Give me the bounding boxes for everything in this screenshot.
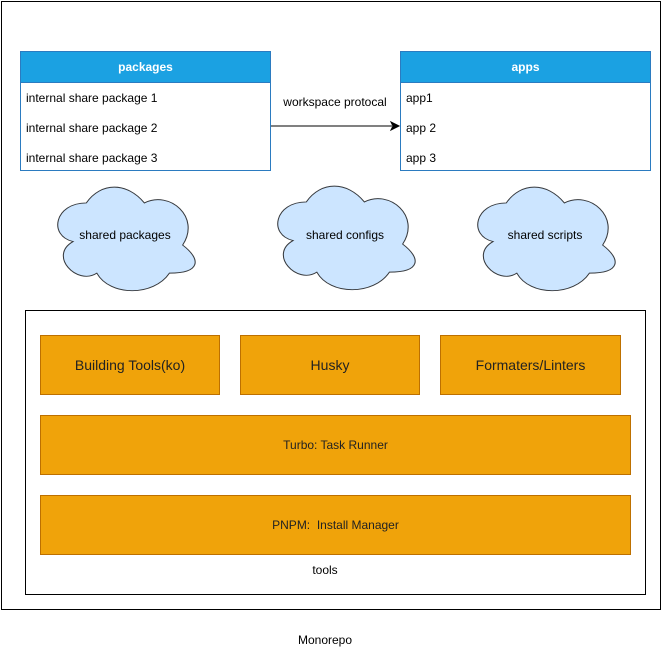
husky-box[interactable]: Husky [240, 335, 420, 395]
apps-title: apps [401, 52, 650, 83]
list-item: app 3 [406, 151, 437, 165]
cloud-label: shared packages [79, 228, 171, 242]
tools-container[interactable] [25, 310, 646, 595]
building-tools-box[interactable]: Building Tools(ko) [40, 335, 220, 395]
packages-title: packages [21, 52, 270, 83]
packages-list[interactable]: packages internal share package 1 intern… [20, 51, 271, 171]
tools-label: tools [312, 563, 338, 577]
list-item: app1 [406, 91, 433, 105]
edge-label: workspace protocal [277, 95, 393, 111]
cloud-label: shared configs [305, 228, 385, 242]
turbo-box[interactable]: Turbo: Task Runner [40, 415, 631, 475]
list-item: app 2 [406, 121, 437, 135]
monorepo-container [1, 1, 661, 610]
list-item: internal share package 2 [26, 121, 158, 135]
monorepo-label: Monorepo [297, 633, 353, 647]
apps-list[interactable]: apps app1 app 2 app 3 [400, 51, 651, 171]
pnpm-box[interactable]: PNPM: Install Manager [40, 495, 631, 555]
formatters-linters-box[interactable]: Formaters/Linters [440, 335, 621, 395]
cloud-label: shared scripts [507, 228, 583, 242]
arrowhead-icon [389, 120, 401, 132]
list-item: internal share package 3 [26, 151, 158, 165]
list-item: internal share package 1 [26, 91, 158, 105]
